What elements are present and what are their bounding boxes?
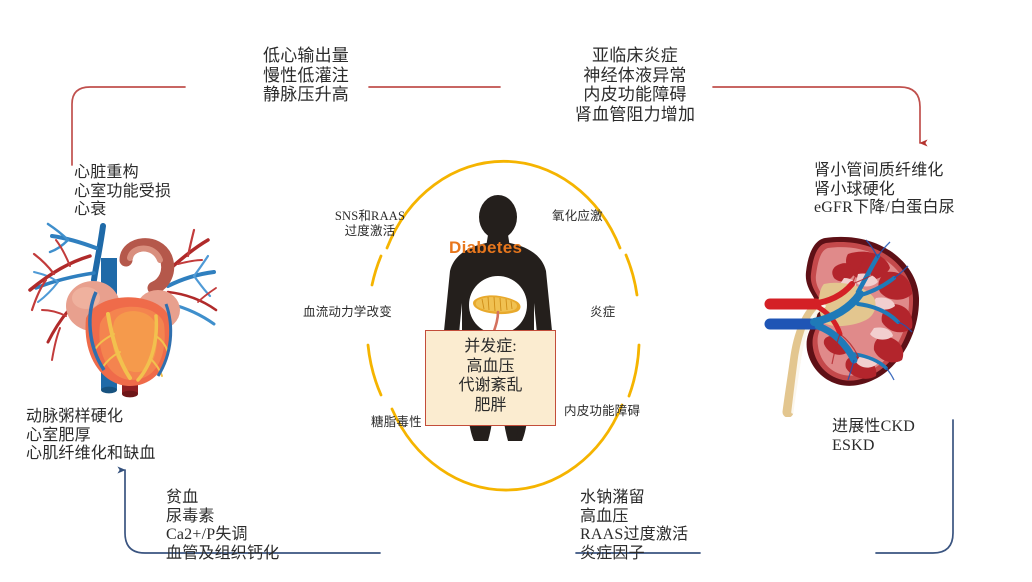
- pathway-top-right-text: 亚临床炎症 神经体液异常 内皮功能障碍 肾血管阻力增加: [574, 46, 696, 125]
- pathway-bottom-left-text: 贫血 尿毒素 Ca2+/P失调 血管及组织钙化: [166, 489, 280, 562]
- pathway-top-left-text: 低心输出量 慢性低灌注 静脉压升高: [263, 46, 349, 105]
- kidney-upper-label: 肾小管间质纤维化 肾小球硬化 eGFR下降/白蛋白尿: [814, 162, 955, 217]
- kidney-illustration: [762, 232, 972, 418]
- pathway-bottom-right-text: 水钠潴留 高血压 RAAS过度激活 炎症因子: [580, 489, 689, 562]
- ring-label-hemodynamic: 血流动力学改变: [303, 305, 392, 319]
- kidney-lower-label: 进展性CKD ESKD: [832, 418, 915, 454]
- diabetes-label: Diabetes: [449, 238, 523, 257]
- ring-label-glucolipid-toxicity: 糖脂毒性: [371, 415, 422, 429]
- ring-label-inflammation: 炎症: [590, 305, 616, 319]
- heart-upper-label: 心脏重构 心室功能受损 心衰: [74, 164, 172, 219]
- complications-box: 并发症: 高血压 代谢紊乱 肥胖: [425, 330, 556, 426]
- heart-illustration: [8, 218, 223, 408]
- ring-label-sns-raas: SNS和RAAS 过度激活: [334, 209, 406, 238]
- ring-label-endothelial-dysfunction: 内皮功能障碍: [564, 404, 641, 418]
- ring-label-oxidative-stress: 氧化应激: [552, 209, 603, 223]
- red-pathway-heart-to-kidney: [71, 86, 928, 166]
- heart-lower-label: 动脉粥样硬化 心室肥厚 心肌纤维化和缺血: [26, 408, 156, 463]
